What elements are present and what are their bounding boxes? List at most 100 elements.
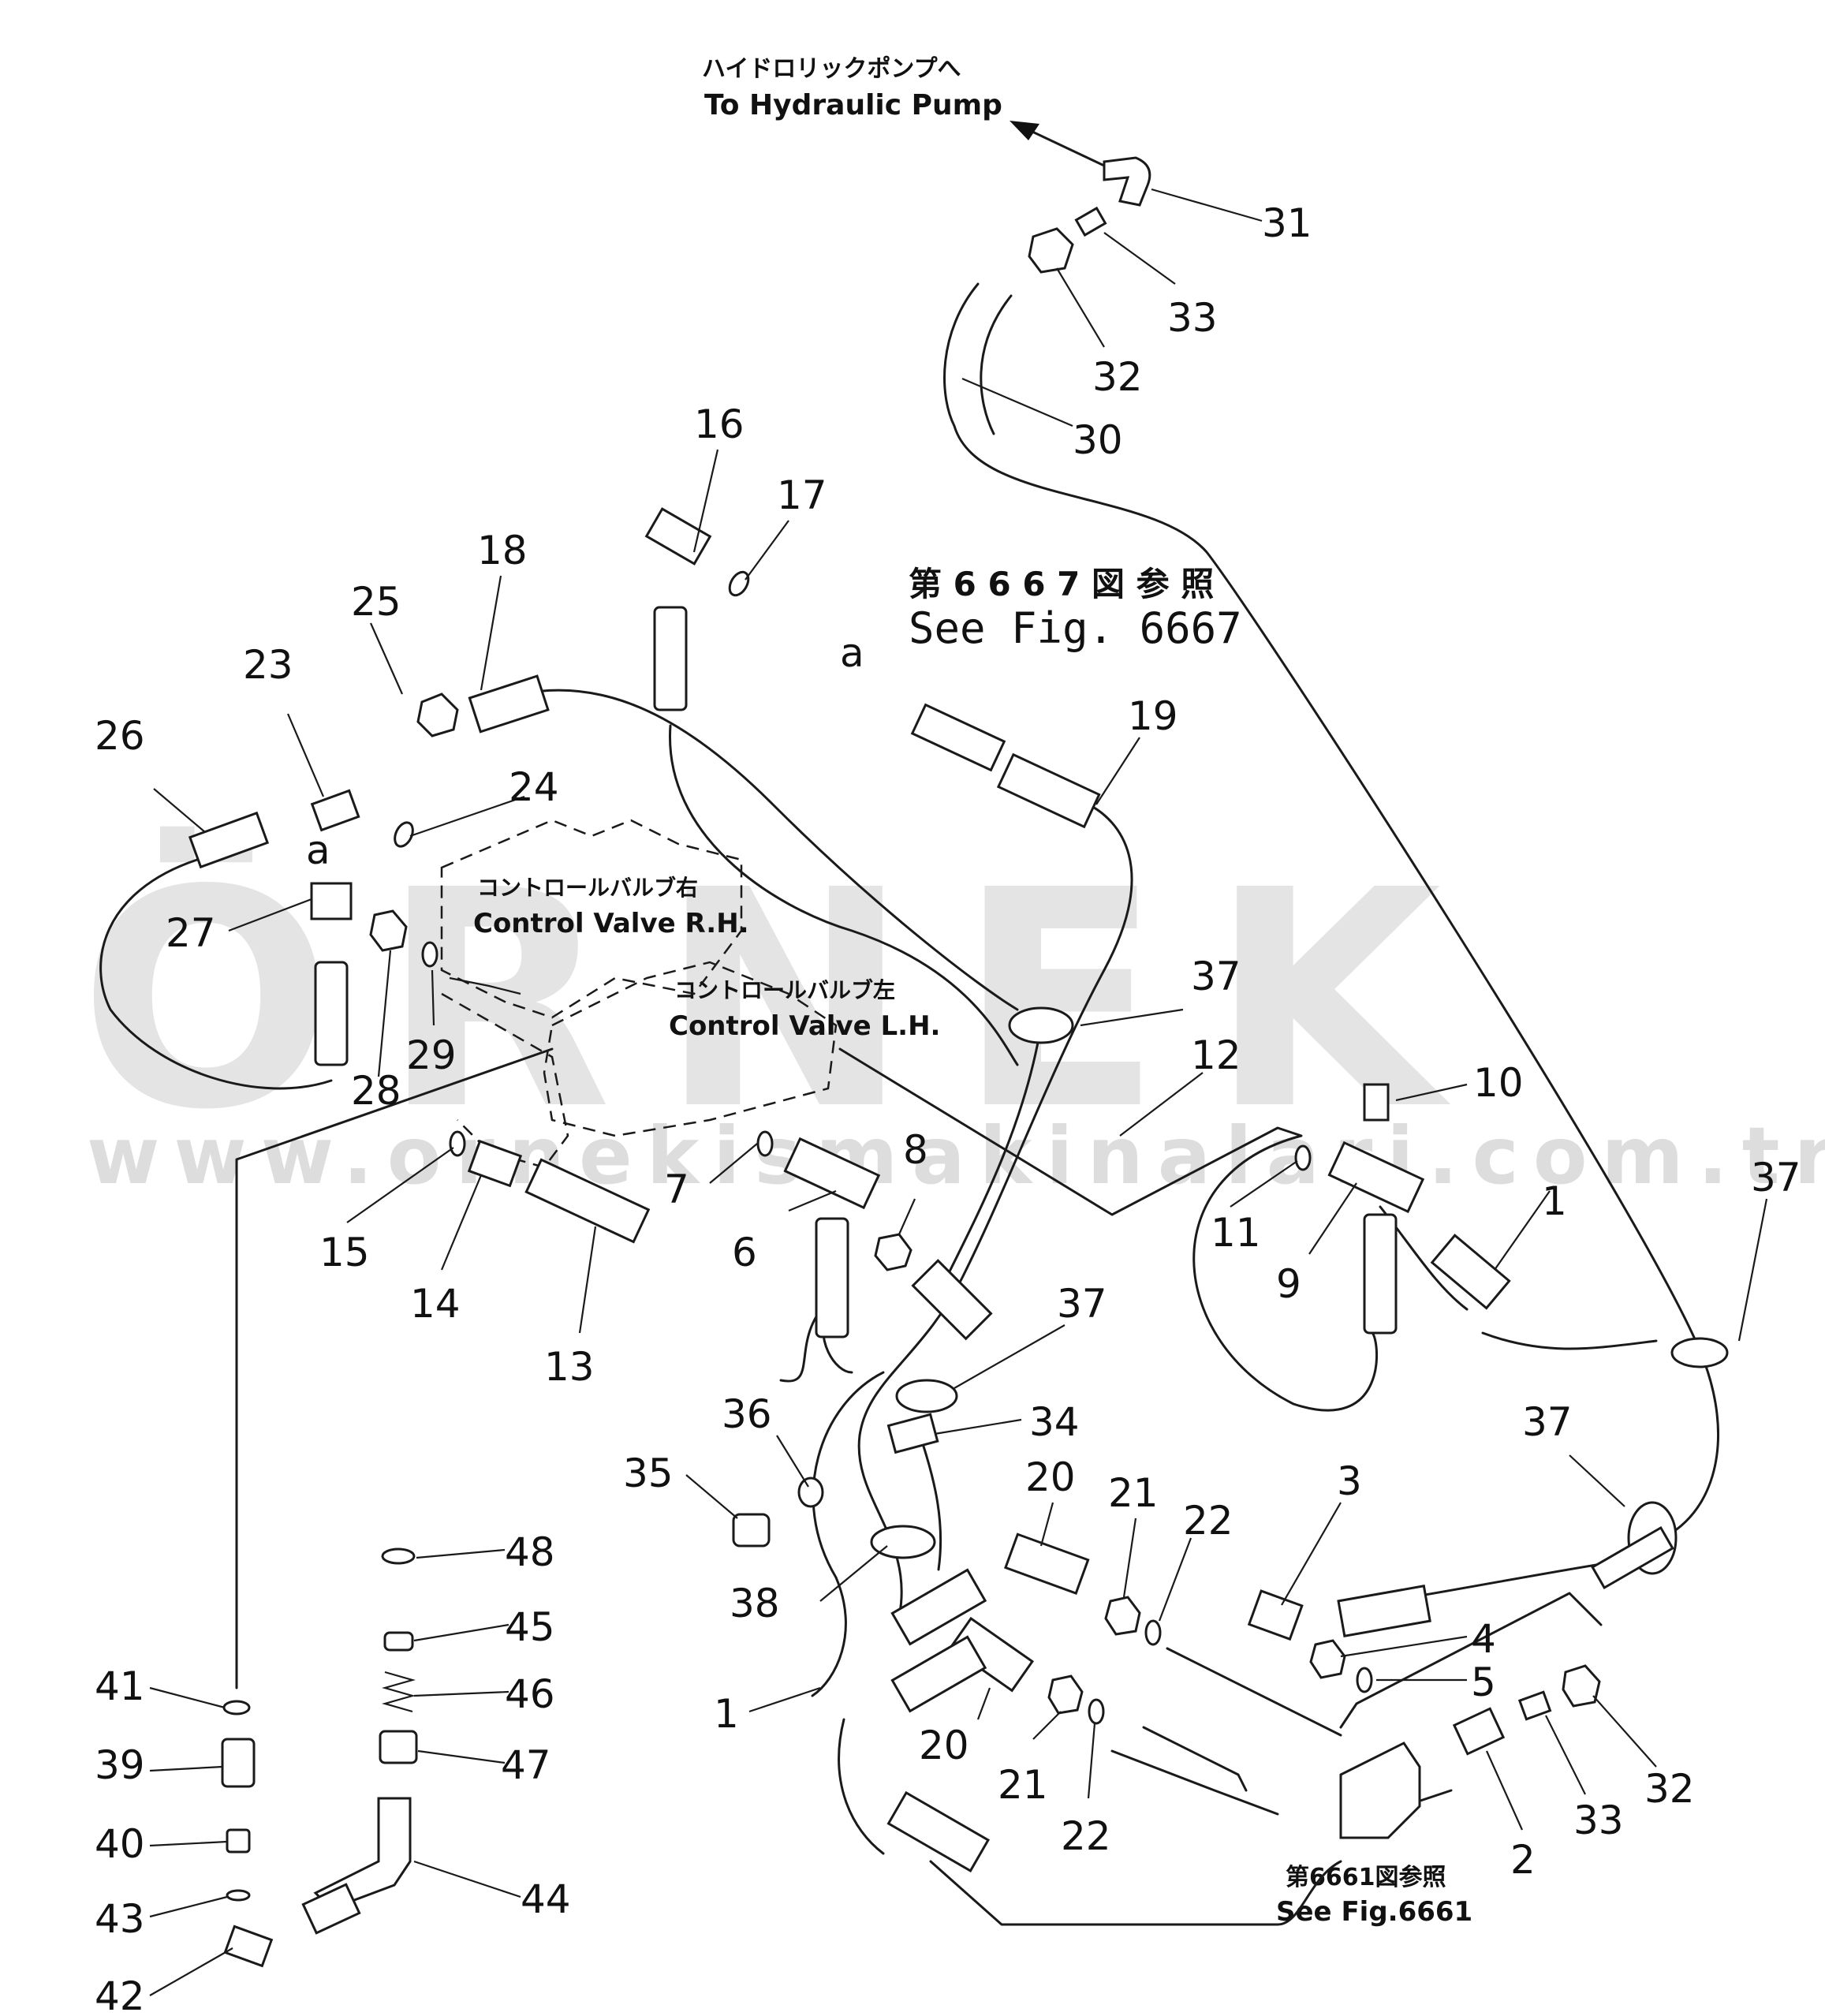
oring-29 [421,941,439,968]
callout-21-b: 21 [998,1762,1048,1808]
plug-40 [226,1828,251,1854]
spring-46 [381,1671,416,1713]
callout-43: 43 [95,1896,145,1942]
callout-20-b: 20 [919,1723,969,1768]
callout-37-a: 37 [1191,954,1241,999]
callout-2: 2 [1510,1837,1536,1883]
callout-28: 28 [351,1068,401,1114]
hose-lines [99,282,1719,1926]
callout-1-a: 1 [1542,1178,1567,1224]
callout-12: 12 [1191,1032,1241,1078]
clamp-37-c [895,1379,958,1413]
watermark-brand: ÖRNEK [79,823,1489,1175]
clamp-37-b [1670,1337,1729,1368]
nut-28 [369,909,408,952]
callout-27: 27 [166,910,216,956]
callout-46: 46 [505,1671,555,1717]
callout-18: 18 [477,528,528,573]
nut-32-bottom [1562,1664,1601,1708]
hose-1-bottom [886,1790,991,1872]
adapter-33-bottom [1517,1690,1552,1721]
callout-47: 47 [501,1742,551,1788]
arrow-to-pump [1010,121,1039,140]
nut-25 [416,693,459,737]
callout-21-a: 21 [1108,1470,1159,1516]
adapter-33-top [1074,206,1107,237]
callout-41: 41 [95,1663,145,1709]
callout-10: 10 [1473,1060,1524,1106]
callout-13: 13 [544,1344,595,1390]
elbow-42 [223,1925,274,1968]
washer-36 [797,1477,824,1508]
fig6667-note-jp: 第 6 6 6 7 図 参 照 [909,565,1214,603]
callout-16: 16 [694,401,745,447]
plug-47 [379,1730,418,1764]
clamp-38 [870,1525,936,1559]
callout-19: 19 [1128,693,1178,739]
hose-1-lower-b [890,1635,987,1713]
elbow-3 [1247,1589,1304,1641]
callout-7: 7 [664,1167,689,1212]
leader-lines [149,188,1768,1996]
valve-block-6661 [1339,1742,1421,1839]
callout-37-d: 37 [1522,1399,1573,1445]
oring-22-a [1144,1619,1162,1646]
oring-41 [222,1700,251,1715]
oring-24 [394,821,414,848]
callout-17: 17 [777,472,827,518]
tee-9 [1327,1141,1425,1214]
callout-20-a: 20 [1025,1454,1076,1500]
callout-3: 3 [1337,1458,1362,1504]
callout-1-b: 1 [714,1691,739,1737]
adapter-14 [467,1140,523,1188]
hose-27-vertical [314,961,349,1066]
fig6661-note-jp: 第6661図参照 [1286,1864,1446,1891]
cv-lh-jp: コントロールバルブ左 [674,977,895,1003]
tee-6667 [910,703,1006,772]
tee-23 [310,789,360,832]
hose-18 [468,674,550,734]
clamp-37-a [1008,1006,1074,1044]
oring-48 [381,1547,416,1565]
ref-a-top: a [840,630,864,676]
callout-37-b: 37 [1751,1155,1801,1200]
callout-14: 14 [410,1281,461,1327]
parts [188,156,1729,1968]
hose-9-vertical [1363,1213,1398,1335]
callout-35: 35 [623,1450,674,1496]
nut-8 [874,1233,912,1271]
hose-3 [1337,1585,1431,1637]
nut-4 [1309,1639,1346,1679]
callout-42: 42 [95,1973,145,2016]
callout-6: 6 [732,1230,757,1275]
hose-1-right [1430,1234,1511,1310]
elbow-20-a [1004,1533,1090,1595]
pump-note-jp: ハイドロリックポンプへ [702,55,961,83]
cv-lh-en: Control Valve L.H. [669,1010,940,1042]
callout-33: 33 [1167,295,1218,341]
hose-1-lower-a [890,1568,987,1646]
hose-6-vertical [815,1217,849,1338]
callout-11: 11 [1211,1210,1261,1256]
hose-16-vertical [653,606,688,711]
callout-32: 32 [1092,354,1143,400]
callout-22-b: 22 [1061,1813,1111,1859]
oring-43 [226,1889,251,1902]
callout-44: 44 [521,1876,571,1922]
callout-37-c: 37 [1057,1281,1107,1327]
oring-7 [756,1130,774,1157]
tee-6 [783,1137,881,1210]
callout-40: 40 [95,1821,145,1867]
callout-15: 15 [319,1230,370,1275]
callout-9: 9 [1276,1261,1301,1307]
callout-8: 8 [903,1127,928,1173]
callout-36: 36 [722,1391,772,1437]
oring-11 [1294,1144,1312,1171]
tube-37-right [1591,1525,1674,1590]
hose-19 [996,752,1101,829]
callout-24: 24 [509,764,559,810]
elbow-27 [310,882,353,920]
elbow-31 [1103,156,1151,207]
callout-34: 34 [1029,1399,1080,1445]
